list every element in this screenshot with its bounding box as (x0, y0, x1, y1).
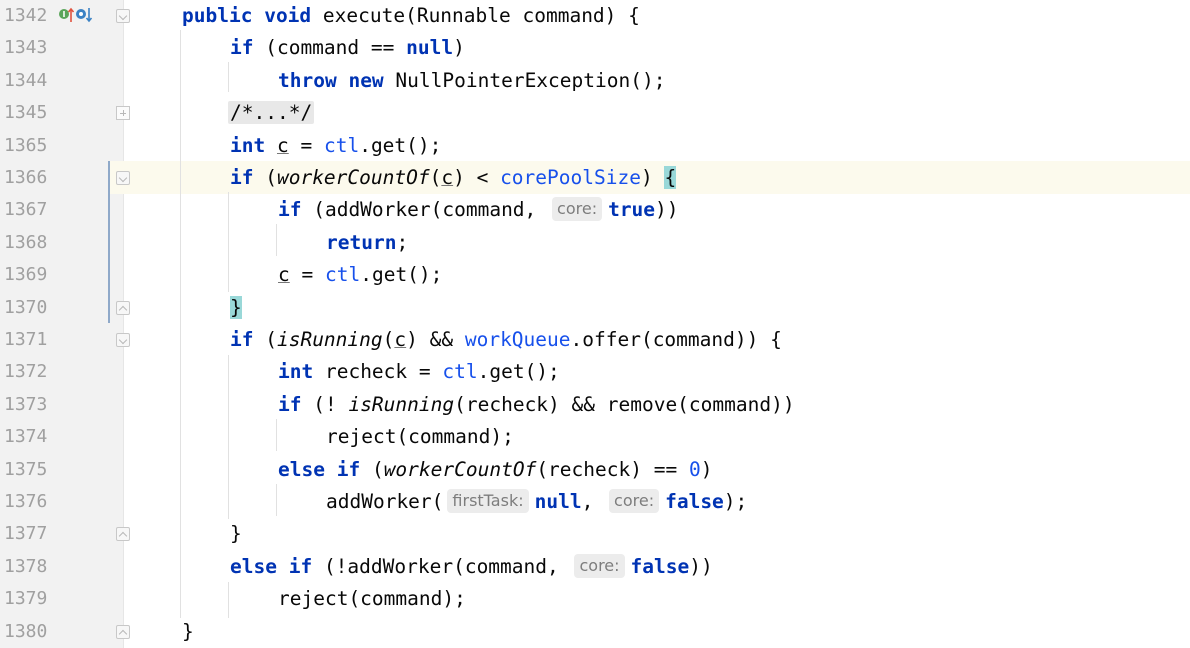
parameter-hint: core: (574, 553, 625, 578)
line-number[interactable]: 1369 (4, 264, 48, 286)
line-number[interactable]: 1371 (4, 329, 48, 350)
indent-guide (228, 62, 229, 92)
code-text[interactable]: if (workerCountOf(c) < corePoolSize) { (230, 166, 677, 189)
fold-toggle[interactable] (116, 333, 130, 347)
gutter-icons: I (58, 5, 93, 25)
code-line[interactable]: 1375 else if (workerCountOf(recheck) == … (0, 454, 1190, 486)
code-text[interactable]: int recheck = ctl.get(); (278, 360, 560, 384)
line-number[interactable]: 1342 (4, 5, 48, 26)
line-number[interactable]: 1373 (4, 393, 48, 415)
code-text[interactable]: reject(command); (326, 425, 514, 449)
matched-brace: } (230, 295, 242, 319)
code-text[interactable]: } (230, 522, 242, 546)
indent-guide (276, 484, 277, 516)
parameter-hint: core: (609, 489, 660, 513)
code-line[interactable]: 1373 if (! isRunning(recheck) && remove(… (0, 389, 1190, 421)
code-text[interactable]: c = ctl.get(); (278, 263, 443, 287)
line-number[interactable]: 1367 (4, 199, 48, 221)
vcs-change-marker[interactable] (108, 161, 110, 323)
line-number[interactable]: 1366 (4, 167, 48, 188)
line-number[interactable]: 1372 (4, 361, 48, 383)
code-text[interactable]: else if (!addWorker(command, core:false)… (230, 553, 713, 578)
code-text[interactable]: if (addWorker(command, core:true)) (278, 197, 679, 222)
code-line[interactable]: 1343 if (command == null) (0, 32, 1190, 64)
code-line[interactable]: 1376 addWorker(firstTask:null, core:fals… (0, 486, 1190, 518)
implements-icon[interactable]: I (58, 6, 74, 24)
parameter-hint: firstTask: (447, 489, 529, 513)
indent-guide (228, 582, 229, 618)
code-line[interactable]: 1378 else if (!addWorker(command, core:f… (0, 551, 1190, 583)
current-line-highlight (110, 161, 1190, 194)
matched-brace: { (664, 166, 677, 189)
indent-guide (180, 30, 181, 618)
fold-toggle[interactable] (116, 300, 130, 315)
code-text[interactable]: return; (326, 230, 409, 254)
code-text[interactable]: } (182, 619, 194, 643)
collapsed-comment[interactable]: /*...*/ (228, 101, 315, 125)
line-number[interactable]: 1345 (4, 102, 48, 124)
code-line[interactable]: 1345 /*...*/ (0, 97, 1190, 129)
code-line[interactable]: 1380 } (0, 616, 1190, 648)
code-text[interactable]: if (command == null) (230, 36, 465, 60)
code-text[interactable]: throw new NullPointerException(); (278, 68, 666, 92)
fold-toggle[interactable] (116, 624, 130, 639)
code-text[interactable]: if (isRunning(c) && workQueue.offer(comm… (230, 328, 782, 351)
code-line[interactable]: 1369 c = ctl.get(); (0, 259, 1190, 291)
code-line[interactable]: 1367 if (addWorker(command, core:true)) (0, 194, 1190, 226)
editor-gutter[interactable] (0, 0, 124, 648)
code-line[interactable]: 1372 int recheck = ctl.get(); (0, 356, 1190, 388)
code-line[interactable]: 1366 if (workerCountOf(c) < corePoolSize… (0, 162, 1190, 194)
line-number[interactable]: 1365 (4, 134, 48, 156)
svg-text:I: I (63, 10, 66, 19)
fold-toggle[interactable] (116, 171, 130, 185)
line-number[interactable]: 1379 (4, 588, 48, 610)
code-line[interactable]: 1379 reject(command); (0, 583, 1190, 615)
code-text[interactable]: /*...*/ (228, 97, 315, 129)
line-number[interactable]: 1377 (4, 523, 48, 545)
code-text[interactable]: else if (workerCountOf(recheck) == 0) (278, 457, 713, 481)
code-text[interactable]: } (230, 292, 242, 324)
fold-toggle[interactable] (116, 527, 130, 542)
code-text[interactable]: if (! isRunning(recheck) && remove(comma… (278, 392, 795, 416)
code-text[interactable]: public void execute(Runnable command) { (182, 4, 640, 27)
line-number[interactable]: 1378 (4, 555, 48, 577)
line-number[interactable]: 1375 (4, 458, 48, 480)
code-line[interactable]: 1377 } (0, 518, 1190, 550)
code-line[interactable]: 1371 if (isRunning(c) && workQueue.offer… (0, 324, 1190, 356)
overrides-icon[interactable] (75, 6, 93, 24)
indent-guide (228, 355, 229, 519)
code-text[interactable]: reject(command); (278, 587, 466, 611)
code-line[interactable]: 1342 I public void execute(Runnable comm… (0, 0, 1190, 32)
code-line[interactable]: 1370 } (0, 292, 1190, 324)
code-text[interactable]: int c = ctl.get(); (230, 133, 442, 157)
indent-guide (228, 192, 229, 292)
line-number[interactable]: 1370 (4, 296, 48, 318)
code-line[interactable]: 1365 int c = ctl.get(); (0, 130, 1190, 162)
line-number[interactable]: 1344 (4, 69, 48, 91)
code-line[interactable]: 1368 return; (0, 227, 1190, 259)
code-line[interactable]: 1374 reject(command); (0, 421, 1190, 453)
parameter-hint: core: (552, 197, 603, 222)
fold-toggle[interactable] (116, 9, 130, 23)
line-number[interactable]: 1368 (4, 231, 48, 253)
line-number[interactable]: 1380 (4, 620, 48, 642)
indent-guide (276, 419, 277, 451)
line-number[interactable]: 1376 (4, 491, 48, 512)
line-number[interactable]: 1343 (4, 37, 48, 59)
line-number[interactable]: 1374 (4, 426, 48, 448)
code-line[interactable]: 1344 throw new NullPointerException(); (0, 65, 1190, 97)
indent-guide (276, 224, 277, 256)
code-text[interactable]: addWorker(firstTask:null, core:false); (326, 489, 748, 513)
fold-expand-toggle[interactable] (116, 106, 130, 121)
